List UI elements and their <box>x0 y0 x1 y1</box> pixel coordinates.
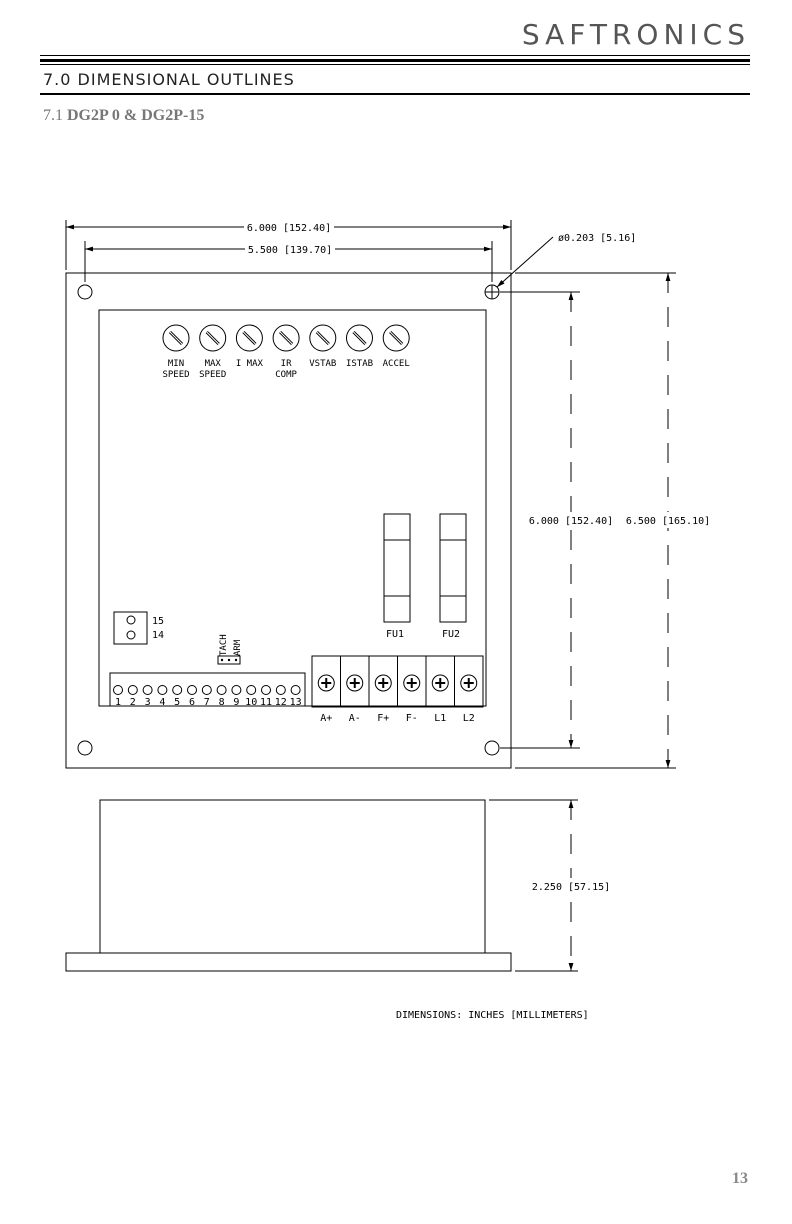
mounting-hole <box>77 740 93 756</box>
power-terminal-label: A+ <box>320 713 332 724</box>
potentiometer <box>162 324 190 352</box>
terminal-screw <box>216 685 227 695</box>
terminal-screw <box>127 685 138 695</box>
potentiometer <box>309 324 337 352</box>
potentiometer-label: I MAX <box>236 359 264 369</box>
dimension-hole-height: 6.000 [152.40] <box>529 516 613 527</box>
chassis-outline <box>65 272 512 769</box>
terminal-screw <box>246 685 257 695</box>
subsection-title: 7.1 DG2P 0 & DG2P-15 <box>43 107 204 125</box>
terminal-number: 1 <box>115 697 121 708</box>
potentiometer-label: COMP <box>275 370 297 380</box>
terminal-number: 7 <box>204 697 210 708</box>
subsection-model: DG2P 0 & DG2P-15 <box>67 107 205 124</box>
arm-label: ARM <box>233 639 243 656</box>
power-terminal-label: L1 <box>434 713 446 724</box>
units-note: DIMENSIONS: INCHES [MILLIMETERS] <box>396 1010 589 1021</box>
screw-icon <box>431 674 449 692</box>
potentiometer-label: IR <box>281 359 292 369</box>
terminal-number: 10 <box>245 697 257 708</box>
potentiometer-label: ACCEL <box>383 359 410 369</box>
potentiometer <box>199 324 227 352</box>
terminal-screw <box>201 685 212 695</box>
terminal-screw <box>261 685 271 695</box>
tach-label: TACH <box>219 634 229 656</box>
power-terminal-block <box>454 655 484 708</box>
power-terminal-label: A- <box>349 713 361 724</box>
terminal-strip <box>109 672 306 707</box>
terminal-number: 9 <box>233 697 239 708</box>
screw-icon <box>317 674 335 692</box>
fuse-fu1 <box>383 513 411 623</box>
screw-icon <box>403 674 421 692</box>
terminal-number: 5 <box>174 697 180 708</box>
terminal-number: 12 <box>275 697 287 708</box>
fuse-label: FU1 <box>386 629 404 640</box>
terminal-screw <box>187 685 197 695</box>
dimension-overall-width: 6.000 [152.40] <box>247 223 331 234</box>
jumper-block <box>113 611 148 645</box>
dimension-hole-width: 5.500 [139.70] <box>248 245 332 256</box>
terminal-screw <box>275 685 286 695</box>
power-terminal-label: F+ <box>377 713 389 724</box>
dimension-depth: 2.250 [57.15] <box>532 882 610 893</box>
hole-diameter-leader <box>496 236 554 288</box>
side-view-enclosure <box>99 799 486 954</box>
terminal-number: 8 <box>219 697 225 708</box>
potentiometer <box>235 324 263 352</box>
potentiometer-label: VSTAB <box>309 359 336 369</box>
potentiometer <box>382 324 410 352</box>
mounting-hole <box>484 740 500 756</box>
mounting-hole <box>77 284 93 300</box>
terminal-screw <box>172 685 183 695</box>
terminal-number: 13 <box>290 697 302 708</box>
page-number: 13 <box>732 1170 748 1187</box>
potentiometer-label: ISTAB <box>346 359 373 369</box>
dimension-overall-height: 6.500 [165.10] <box>626 516 710 527</box>
screw-icon <box>346 674 364 692</box>
power-terminal-label: F- <box>406 713 418 724</box>
terminal-screw <box>157 685 168 695</box>
potentiometer-label: MAX <box>205 359 222 369</box>
terminal-number: 2 <box>130 697 136 708</box>
header-rule-thin <box>40 55 750 56</box>
header-rule-thick <box>40 59 750 62</box>
jumper-pin-label: 15 <box>152 616 164 627</box>
terminal-screw <box>231 685 242 695</box>
terminal-screw <box>113 685 123 695</box>
power-terminal-label: L2 <box>463 713 475 724</box>
section-title: 7.0 DIMENSIONAL OUTLINES <box>43 70 295 89</box>
potentiometer <box>272 324 300 352</box>
terminal-number: 4 <box>159 697 165 708</box>
terminal-number: 6 <box>189 697 195 708</box>
screw-icon <box>460 674 478 692</box>
potentiometer-label: MIN <box>168 359 184 369</box>
potentiometer-label: SPEED <box>199 370 226 380</box>
jumper-pin-label: 14 <box>152 630 164 641</box>
terminal-number: 11 <box>260 697 272 708</box>
screw-icon <box>374 674 392 692</box>
terminal-screw <box>290 685 301 695</box>
terminal-screw <box>142 685 153 695</box>
brand-logo: SAFTRONICS <box>521 18 750 51</box>
terminal-number: 3 <box>145 697 151 708</box>
dimension-hole-diameter: ø0.203 [5.16] <box>558 233 636 244</box>
header-rule-mid <box>40 64 750 65</box>
side-view-base-plate <box>65 952 512 972</box>
fuse-label: FU2 <box>442 629 460 640</box>
tach-arm-selector <box>217 655 241 665</box>
potentiometer <box>346 324 373 352</box>
potentiometer-label: SPEED <box>162 370 189 380</box>
fuse-fu2 <box>439 513 467 623</box>
subsection-number: 7.1 <box>43 107 63 124</box>
section-rule <box>40 93 750 95</box>
